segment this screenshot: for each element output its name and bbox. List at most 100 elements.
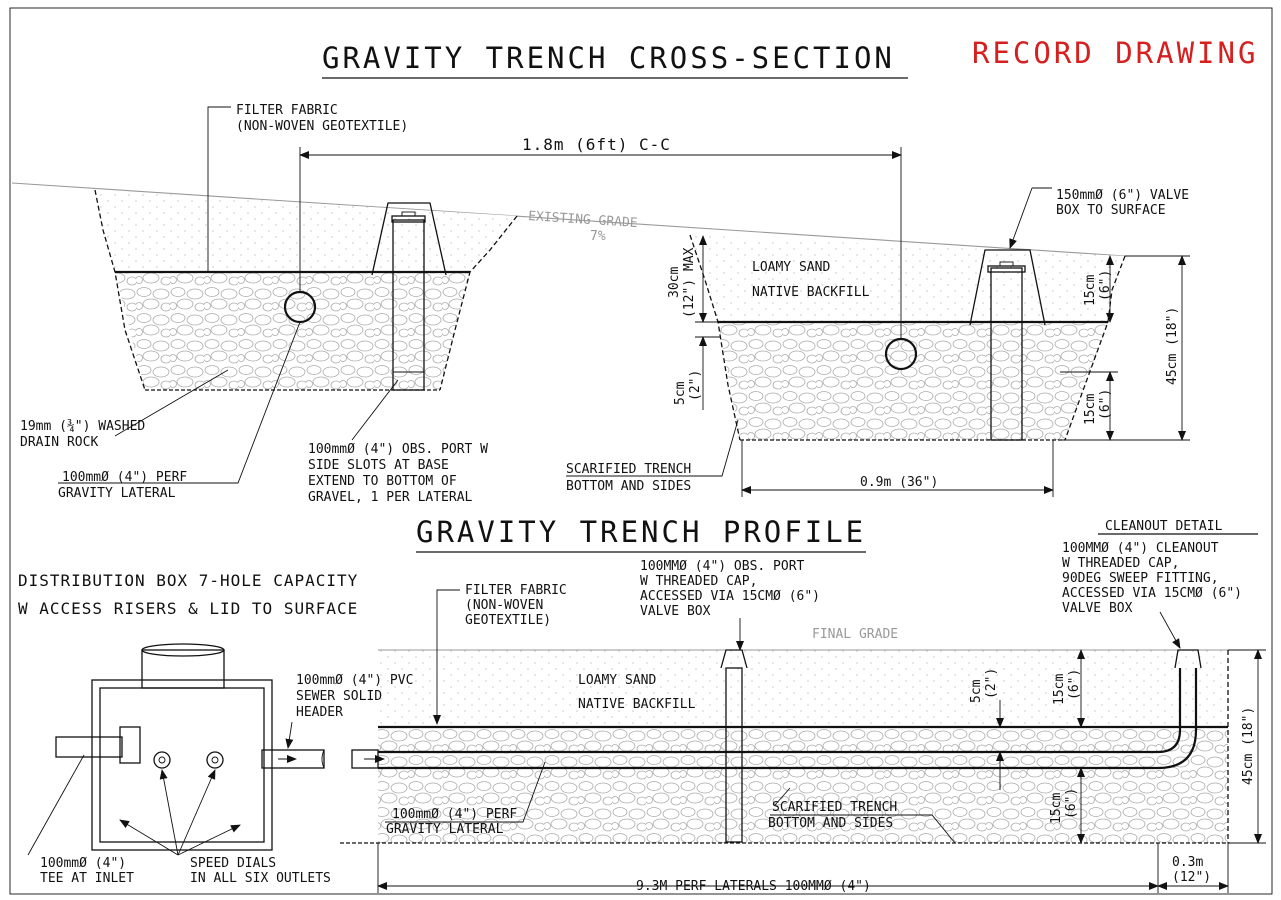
spacing-label: 1.8m (6ft) C-C xyxy=(522,135,671,154)
pf-dim-15cm-bottom-line2: (6") xyxy=(1064,788,1079,819)
cs-drain-rock-line1: 19mm (¾") WASHED xyxy=(20,419,145,434)
pf-dim-45cm: 45cm (18") xyxy=(1241,707,1256,785)
cleanout-line2: W THREADED CAP, xyxy=(1062,556,1179,571)
dbox-line2: W ACCESS RISERS & LID TO SURFACE xyxy=(18,599,358,618)
final-grade-label: FINAL GRADE xyxy=(812,627,898,642)
cs-scarified-leader xyxy=(566,419,739,477)
pf-header-line2: SEWER SOLID xyxy=(296,689,382,704)
profile-obs-port xyxy=(725,667,743,843)
tee-line1: 100mmØ (4") xyxy=(40,856,126,871)
speed-dials-line1: SPEED DIALS xyxy=(190,856,276,871)
cs-valve-box-line2: BOX TO SURFACE xyxy=(1056,203,1166,218)
cs-filter-fabric-line1: FILTER FABRIC xyxy=(236,103,338,118)
pf-filter-fabric-line1: FILTER FABRIC xyxy=(465,583,567,598)
cs-obs-port-line4: GRAVEL, 1 PER LATERAL xyxy=(308,490,473,505)
cs-dim-30cm-line2: (12") MAX xyxy=(682,247,697,318)
cs-dim-15cm-bottom-line2: (6") xyxy=(1098,389,1113,420)
tee-line2: TEE AT INLET xyxy=(40,871,134,886)
distribution-box xyxy=(55,643,325,851)
cleanout-line3: 90DEG SWEEP FITTING, xyxy=(1062,571,1219,586)
pf-dim-15cm-top-line2: (6") xyxy=(1067,669,1082,700)
pf-scarified-line2: BOTTOM AND SIDES xyxy=(768,816,893,831)
cs-dim-5cm-line2: (2") xyxy=(688,370,703,401)
pf-header-line1: 100mmØ (4") PVC xyxy=(296,673,413,688)
pf-backfill-line2: NATIVE BACKFILL xyxy=(578,697,696,712)
pf-backfill-line1: LOAMY SAND xyxy=(578,673,656,688)
existing-grade-label: EXISTING GRADE xyxy=(528,209,638,231)
valve-box-leader xyxy=(1009,187,1033,249)
pf-dim-03m-line1: 0.3m xyxy=(1172,855,1203,870)
pf-dim-15cm-bottom-line1: 15cm xyxy=(1049,793,1064,824)
cs-dim-30cm-line1: 30cm xyxy=(667,267,682,298)
record-drawing-label: RECORD DRAWING xyxy=(972,36,1258,70)
pf-scarified-line1: SCARIFIED TRENCH xyxy=(772,800,897,815)
slope-label: 7% xyxy=(590,229,606,244)
left-obs-port xyxy=(392,219,425,391)
existing-grade-line xyxy=(11,182,1126,257)
pf-dim-length: 9.3M PERF LATERALS 100MMØ (4") xyxy=(636,879,871,894)
cleanout-detail-title: CLEANOUT DETAIL xyxy=(1105,519,1223,534)
pf-scarified-leader xyxy=(770,814,956,844)
cross-section-title: GRAVITY TRENCH CROSS-SECTION xyxy=(322,41,895,75)
cs-scarified-line1: SCARIFIED TRENCH xyxy=(566,462,691,477)
cs-valve-box-line1: 150mmØ (6") VALVE xyxy=(1056,188,1189,203)
cleanout-line5: VALVE BOX xyxy=(1062,601,1133,616)
cs-obs-port-leader xyxy=(351,379,399,441)
cs-filter-fabric-line2: (NON-WOVEN GEOTEXTILE) xyxy=(236,119,408,134)
cs-dim-45cm: 45cm (18") xyxy=(1165,307,1180,385)
left-valve-box xyxy=(371,202,447,276)
filter-fabric-leader xyxy=(207,106,231,272)
drain-rock-leader xyxy=(114,369,229,437)
speed-dial-1 xyxy=(153,751,171,769)
cs-backfill-line2: NATIVE BACKFILL xyxy=(752,285,870,300)
cs-scarified-line2: BOTTOM AND SIDES xyxy=(566,479,691,494)
left-trench xyxy=(94,189,518,391)
cs-perf-lateral-line2: GRAVITY LATERAL xyxy=(58,486,176,501)
dbox-lid xyxy=(141,643,225,657)
profile-title: GRAVITY TRENCH PROFILE xyxy=(416,515,866,549)
pf-obs-port-line2: W THREADED CAP, xyxy=(640,574,757,589)
right-obs-port xyxy=(990,267,1023,441)
cs-obs-port-line3: EXTEND TO BOTTOM OF xyxy=(308,474,457,489)
cs-dim-15cm-bottom-line1: 15cm xyxy=(1083,394,1098,425)
pf-obs-port-line3: ACCESSED VIA 15CMØ (6") xyxy=(640,589,820,604)
profile-trench xyxy=(340,649,1265,844)
inlet-tee xyxy=(119,726,141,764)
cleanout-leader xyxy=(1159,611,1181,649)
pf-obs-port-line1: 100MMØ (4") OBS. PORT xyxy=(640,559,805,574)
cleanout-sweep xyxy=(1157,668,1182,754)
pf-perf-lateral-line2: GRAVITY LATERAL xyxy=(386,822,504,837)
inlet-pipe xyxy=(55,736,123,758)
cs-obs-port-line1: 100mmØ (4") OBS. PORT W xyxy=(308,442,488,457)
cs-perf-lateral-line1: 100mmØ (4") PERF xyxy=(62,470,187,485)
cs-dim-15cm-top-line2: (6") xyxy=(1098,270,1113,301)
pf-dim-5cm-line2: (2") xyxy=(984,668,999,699)
cleanout-line4: ACCESSED VIA 15CMØ (6") xyxy=(1062,586,1242,601)
pf-perf-lateral-line1: 100mmØ (4") PERF xyxy=(392,807,517,822)
pf-perf-lateral-leader xyxy=(385,761,546,823)
right-valve-box xyxy=(969,249,1046,326)
cs-dim-width: 0.9m (36") xyxy=(860,475,938,490)
speed-dial-2 xyxy=(206,751,224,769)
profile-filter-fabric-leader xyxy=(433,589,460,725)
pf-obs-port-line4: VALVE BOX xyxy=(640,604,711,619)
pf-dim-03m-line2: (12") xyxy=(1172,870,1211,885)
cs-drain-rock-line2: DRAIN ROCK xyxy=(20,435,98,450)
pf-filter-fabric-line3: GEOTEXTILE) xyxy=(465,613,551,628)
tee-leader xyxy=(27,754,85,856)
cs-dim-5cm-line1: 5cm xyxy=(673,381,688,405)
dbox-line1: DISTRIBUTION BOX 7-HOLE CAPACITY xyxy=(18,571,358,590)
pf-header-line3: HEADER xyxy=(296,705,343,720)
pf-filter-fabric-line2: (NON-WOVEN xyxy=(465,598,543,613)
drawing-frame xyxy=(9,7,1273,895)
pf-dim-15cm-top-line1: 15cm xyxy=(1052,674,1067,705)
speed-dials-line2: IN ALL SIX OUTLETS xyxy=(190,871,331,886)
cs-backfill-line1: LOAMY SAND xyxy=(752,260,830,275)
cs-obs-port-line2: SIDE SLOTS AT BASE xyxy=(308,458,449,473)
outlet-header-pipe xyxy=(261,749,325,769)
pf-dim-5cm-line1: 5cm xyxy=(969,679,984,703)
cleanout-line1: 100MMØ (4") CLEANOUT xyxy=(1062,541,1219,556)
cs-dim-15cm-top-line1: 15cm xyxy=(1083,275,1098,306)
